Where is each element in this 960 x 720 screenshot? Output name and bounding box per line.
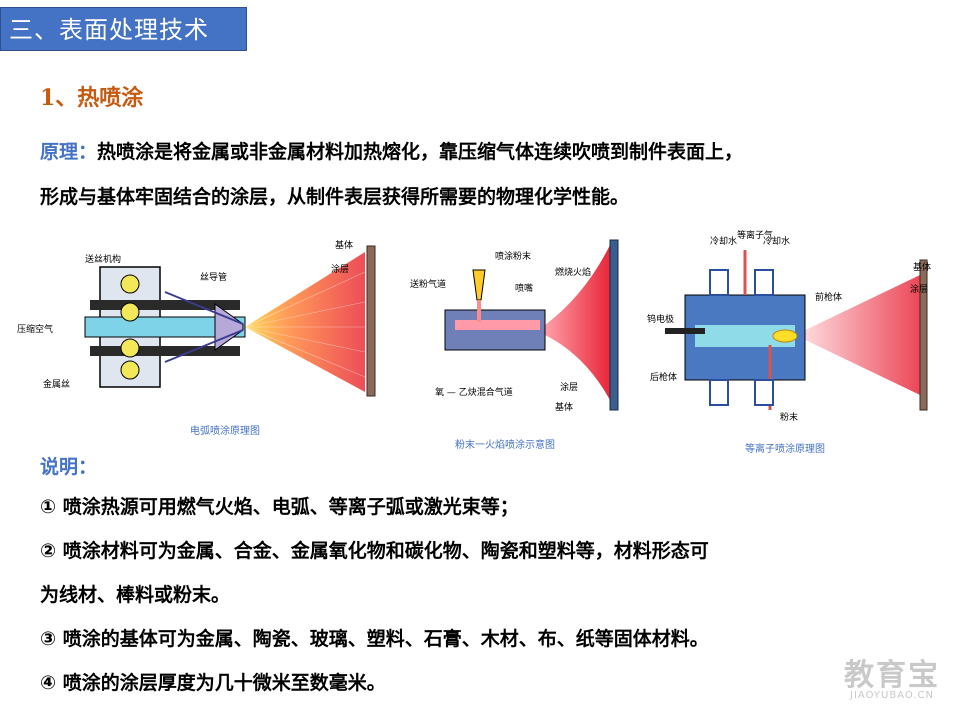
- plasma-substrate: [919, 259, 928, 411]
- section-heading: 1、热喷涂: [40, 85, 144, 111]
- watermark-logo: 教育宝 JIAOYUBAO.CN: [844, 650, 940, 701]
- plasma-caption: 等离子喷涂原理图: [745, 444, 825, 455]
- note-item-1: ① 喷涂热源可用燃气火焰、电弧、等离子弧或激光束等；: [40, 496, 519, 518]
- powder-label-nozzle: 喷嘴: [515, 283, 533, 294]
- arc-label-coating: 涂层: [331, 263, 349, 275]
- plasma-spray-cone: [795, 275, 920, 395]
- arc-label-substrate: 基体: [335, 239, 353, 251]
- powder-label-substrate: 基体: [555, 401, 573, 413]
- powder-flame-diagram: 喷涂粉末 燃烧火焰 送粉气道 喷嘴 氧 — 乙炔混合气道 涂层 基体: [410, 239, 619, 413]
- plasma-label-tungsten-electrode: 钨电极: [647, 313, 674, 325]
- watermark-main: 教育宝: [844, 658, 940, 693]
- note-item-2-cont: 为线材、棒料或粉末。: [40, 584, 231, 606]
- plasma-label-coating: 涂层: [910, 283, 928, 295]
- principle-line-1: 热喷涂是将金属或非金属材料加热熔化，靠压缩气体连续吹喷到制件表面上，: [97, 141, 744, 163]
- principle-line-2: 形成与基体牢固结合的涂层，从制件表层获得所需要的物理化学性能。: [40, 186, 630, 208]
- notes-heading: 说明：: [40, 456, 98, 478]
- arc-spray-diagram: 送丝机构 丝导管 压缩空气 金属丝 基体 涂层: [17, 239, 376, 397]
- note-item-2: ② 喷涂材料可为金属、合金、金属氧化物和碳化物、陶瓷和塑料等，材料形态可: [40, 540, 709, 562]
- plasma-label-cool-water-2: 冷却水: [763, 235, 790, 247]
- arc-label-wire-guide: 丝导管: [200, 271, 227, 283]
- arc-label-compressed-air: 压缩空气: [17, 323, 53, 335]
- powder-label-spray-powder: 喷涂粉末: [495, 250, 531, 262]
- arc-label-wire-feed: 送丝机构: [85, 253, 121, 265]
- arc-substrate: [366, 245, 376, 397]
- plasma-label-front-body: 前枪体: [815, 291, 842, 303]
- powder-label-powder-gas: 送粉气道: [410, 278, 446, 290]
- powder-label-coating: 涂层: [560, 381, 578, 393]
- powder-label-gas-mix: 氧 — 乙炔混合气道: [435, 386, 513, 398]
- plasma-label-substrate: 基体: [913, 261, 931, 273]
- powder-substrate: [609, 239, 619, 411]
- note-item-3: ③ 喷涂的基体可为金属、陶瓷、玻璃、塑料、石膏、木材、布、纸等固体材料。: [40, 628, 709, 650]
- plasma-label-rear-body: 后枪体: [650, 371, 677, 383]
- plasma-label-plasma-gas: 等离子气: [737, 230, 773, 241]
- powder-flame-cone: [545, 245, 610, 400]
- note-item-4: ④ 喷涂的涂层厚度为几十微米至数毫米。: [40, 672, 386, 694]
- plasma-label-powder: 粉末: [780, 411, 798, 423]
- principle-paragraph: 原理：热喷涂是将金属或非金属材料加热熔化，靠压缩气体连续吹喷到制件表面上， 形成…: [40, 130, 940, 220]
- watermark-sub: JIAOYUBAO.CN: [850, 690, 934, 701]
- plasma-label-cool-water-1: 冷却水: [710, 235, 737, 247]
- principle-label: 原理：: [40, 141, 98, 163]
- plasma-spray-diagram: 冷却水 等离子气 冷却水 前枪体 钨电极 后枪体 粉末 基体 涂层: [647, 230, 931, 423]
- arc-caption: 电弧喷涂原理图: [190, 426, 260, 437]
- powder-caption: 粉末一火焰喷涂示意图: [455, 440, 555, 451]
- arc-spray-cone: [245, 252, 365, 392]
- arc-label-metal-wire: 金属丝: [43, 378, 70, 390]
- slide-title: 三、表面处理技术: [0, 7, 247, 51]
- powder-label-flame: 燃烧火焰: [555, 266, 591, 278]
